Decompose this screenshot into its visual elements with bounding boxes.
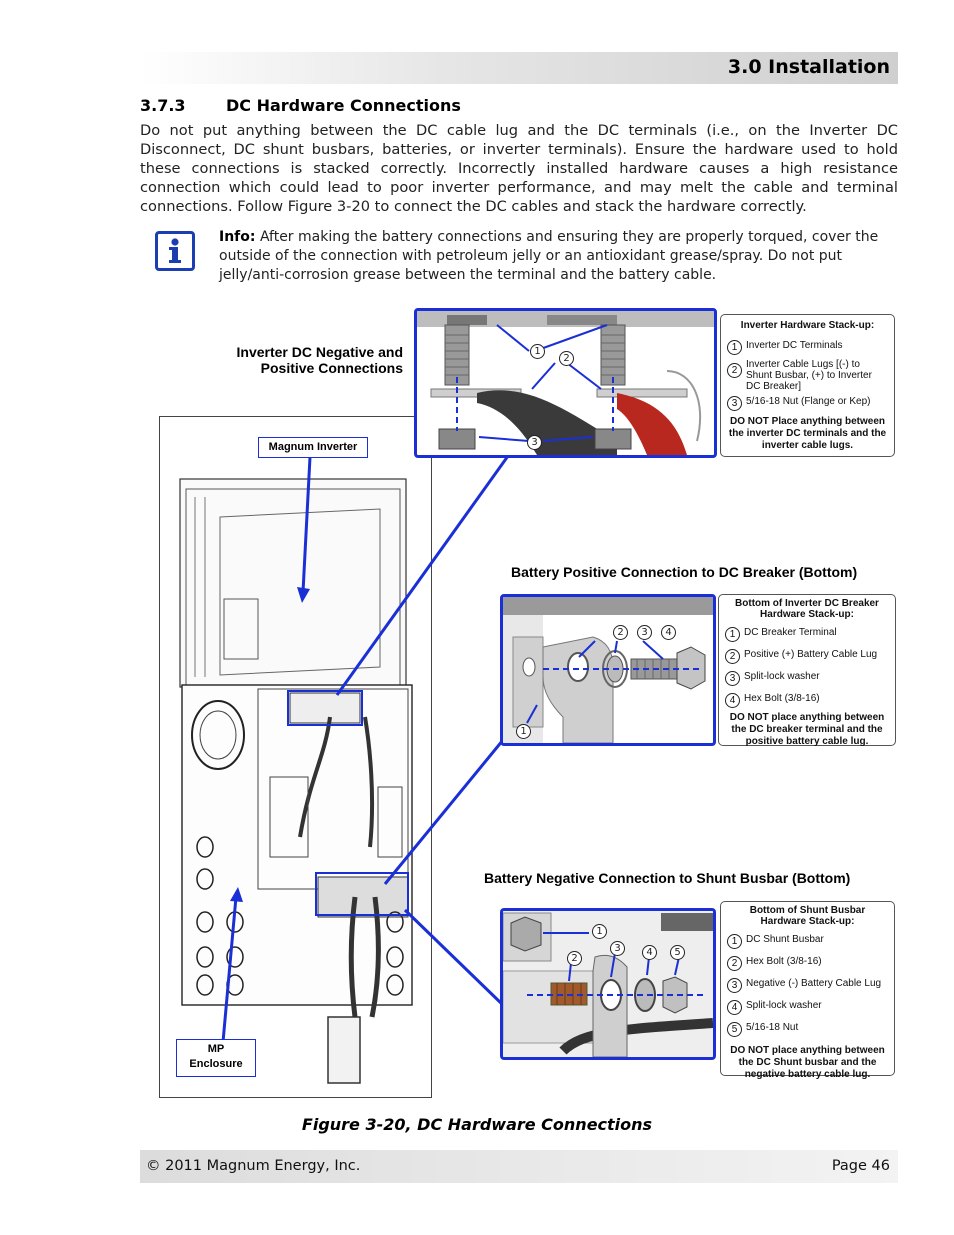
callout-warning: DO NOT Place anything between the invert… (728, 416, 887, 451)
marker-5: 5 (670, 945, 685, 960)
marker-2: 2 (567, 951, 582, 966)
marker-3: 3 (637, 625, 652, 640)
callout-shunt-stackup: Bottom of Shunt Busbar Hardware Stack-up… (720, 901, 895, 1080)
dc-breaker-illustration (503, 597, 713, 743)
marker-4: 4 (642, 945, 657, 960)
label-battery-negative: Battery Negative Connection to Shunt Bus… (484, 870, 851, 886)
label-inverter-dc-connections: Inverter DC Negative and Positive Connec… (236, 344, 404, 376)
figure-caption: Figure 3-20, DC Hardware Connections (301, 1115, 653, 1134)
page-footer: © 2011 Magnum Energy, Inc. Page 46 (140, 1150, 898, 1183)
marker-1: 1 (516, 724, 531, 739)
callout-warning: DO NOT place anything between the DC bre… (729, 712, 885, 747)
shunt-busbar-illustration (503, 911, 713, 1057)
photo-dc-breaker: 2 3 4 1 (500, 594, 716, 746)
marker-1: 1 (530, 344, 545, 359)
marker-2: 2 (559, 351, 574, 366)
callout-title: Bottom of Shunt Busbar Hardware Stack-up… (749, 905, 866, 927)
section-number: 3.7.3 (140, 96, 186, 115)
marker-3: 3 (527, 435, 542, 450)
photo-inverter-terminals: 1 2 3 (414, 308, 717, 458)
chapter-title: 3.0 Installation (727, 56, 890, 78)
label-magnum-inverter: Magnum Inverter (258, 437, 368, 458)
callout-breaker-stackup: Bottom of Inverter DC Breaker Hardware S… (718, 594, 896, 747)
section-header-bar: 3.0 Installation (140, 52, 898, 84)
callout-title: Bottom of Inverter DC Breaker Hardware S… (735, 598, 879, 620)
callout-warning: DO NOT place anything between the DC Shu… (730, 1045, 885, 1080)
label-mp-enclosure: MP Enclosure (176, 1039, 256, 1077)
photo-shunt-busbar: 1 2 3 4 5 (500, 908, 716, 1060)
section-title: DC Hardware Connections (226, 96, 461, 115)
info-note: Info: After making the battery connectio… (219, 228, 891, 285)
footer-page-number: Page 46 (831, 1158, 890, 1174)
body-paragraph: Do not put anything between the DC cable… (140, 122, 898, 215)
marker-1: 1 (592, 924, 607, 939)
marker-4: 4 (661, 625, 676, 640)
label-battery-positive: Battery Positive Connection to DC Breake… (511, 564, 858, 580)
info-body: After making the battery connections and… (219, 229, 879, 283)
info-label: Info: (219, 229, 256, 245)
marker-3: 3 (610, 941, 625, 956)
inverter-terminals-illustration (417, 311, 714, 455)
footer-copyright: © 2011 Magnum Energy, Inc. (146, 1158, 361, 1174)
callout-title: Inverter Hardware Stack-up: (740, 320, 875, 331)
marker-2: 2 (613, 625, 628, 640)
info-icon (155, 231, 195, 271)
